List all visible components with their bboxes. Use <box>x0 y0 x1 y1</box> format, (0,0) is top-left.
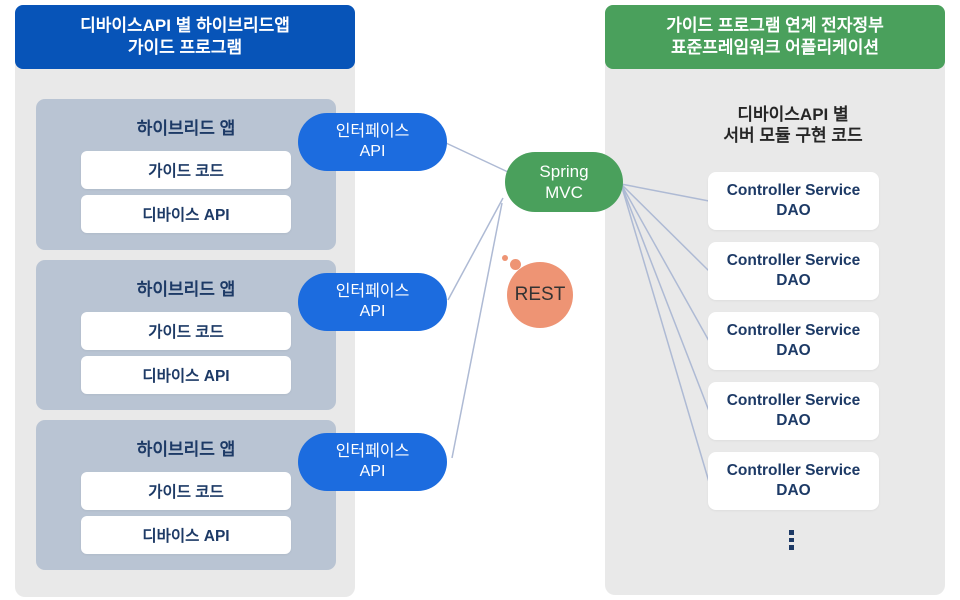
rest-bubble-dot-small <box>502 255 508 261</box>
device-api-box: 디바이스 API <box>81 195 291 233</box>
hybrid-app-title: 하이브리드 앱 <box>136 119 236 138</box>
left-header-line2: 가이드 프로그램 <box>127 38 243 57</box>
server-module-box-4: Controller Service DAO <box>708 382 879 440</box>
interface-api-pill-1: 인터페이스 API <box>298 113 447 171</box>
server-modules-title-line2: 서버 모듈 구현 코드 <box>723 126 863 146</box>
hybrid-app-title: 하이브리드 앱 <box>136 440 236 459</box>
ellipsis-dot <box>789 537 794 542</box>
server-modules-title-line1: 디바이스API 별 <box>737 105 849 124</box>
module-label-line2: DAO <box>776 412 811 429</box>
spring-label-line1: Spring <box>539 161 589 181</box>
server-modules-title: 디바이스API 별 서버 모듈 구현 코드 <box>693 104 893 147</box>
server-module-box-3: Controller Service DAO <box>708 312 879 370</box>
guide-code-box: 가이드 코드 <box>81 312 291 350</box>
hybrid-app-title: 하이브리드 앱 <box>136 280 236 299</box>
pill-label-line1: 인터페이스 <box>335 443 410 460</box>
spring-mvc-node: Spring MVC <box>505 152 623 212</box>
interface-api-pill-2: 인터페이스 API <box>298 273 447 331</box>
guide-code-box: 가이드 코드 <box>81 151 291 189</box>
ellipsis-dot <box>789 545 794 550</box>
pill-label-line2: API <box>359 143 386 160</box>
rest-bubble-dot-big <box>510 259 521 270</box>
module-label-line2: DAO <box>776 342 811 359</box>
module-label-line1: Controller Service <box>726 391 861 409</box>
spring-label-line2: MVC <box>545 183 583 202</box>
right-panel-header: 가이드 프로그램 연계 전자정부 표준프레임워크 어플리케이션 <box>605 5 945 69</box>
ellipsis-dot <box>789 530 794 535</box>
server-module-box-1: Controller Service DAO <box>708 172 879 230</box>
right-header-line2: 표준프레임워크 어플리케이션 <box>670 38 880 57</box>
left-panel-header: 디바이스API 별 하이브리드앱 가이드 프로그램 <box>15 5 355 69</box>
module-label-line1: Controller Service <box>726 181 861 199</box>
pill-label-line1: 인터페이스 <box>335 283 410 300</box>
pill-label-line2: API <box>359 463 386 480</box>
module-label-line2: DAO <box>776 272 811 289</box>
module-label-line2: DAO <box>776 202 811 219</box>
module-label-line2: DAO <box>776 482 811 499</box>
server-module-box-5: Controller Service DAO <box>708 452 879 510</box>
hybrid-app-box-1: 하이브리드 앱 가이드 코드 디바이스 API <box>36 99 336 250</box>
module-label-line1: Controller Service <box>726 461 861 479</box>
pill-label-line1: 인터페이스 <box>335 123 410 140</box>
interface-api-pill-3: 인터페이스 API <box>298 433 447 491</box>
hybrid-app-box-3: 하이브리드 앱 가이드 코드 디바이스 API <box>36 420 336 570</box>
device-api-box: 디바이스 API <box>81 356 291 394</box>
vertical-ellipsis-icon <box>789 530 794 550</box>
server-module-box-2: Controller Service DAO <box>708 242 879 300</box>
rest-node: REST <box>507 262 573 328</box>
hybrid-app-box-2: 하이브리드 앱 가이드 코드 디바이스 API <box>36 260 336 410</box>
guide-code-box: 가이드 코드 <box>81 472 291 510</box>
module-label-line1: Controller Service <box>726 321 861 339</box>
device-api-box: 디바이스 API <box>81 516 291 554</box>
pill-label-line2: API <box>359 303 386 320</box>
right-header-line1: 가이드 프로그램 연계 전자정부 <box>666 15 884 35</box>
left-header-line1: 디바이스API 별 하이브리드앱 <box>80 15 290 35</box>
module-label-line1: Controller Service <box>726 251 861 269</box>
